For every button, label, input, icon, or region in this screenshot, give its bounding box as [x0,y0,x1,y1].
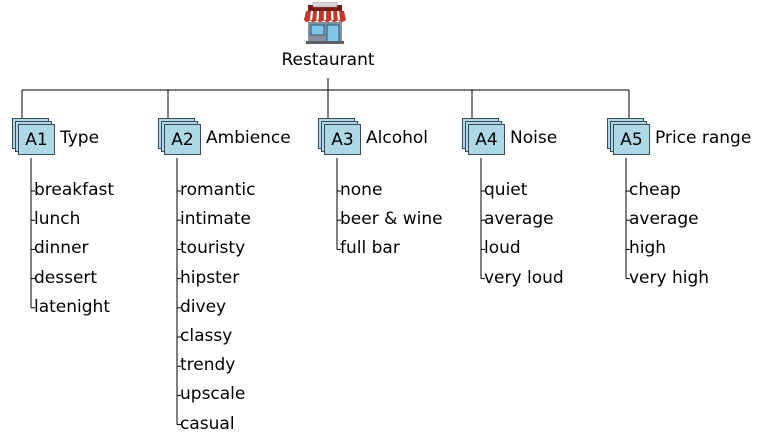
attribute-value: classy [180,326,233,346]
attribute-code: A4 [468,124,505,155]
attribute-name: Alcohol [366,128,428,148]
attribute-value: intimate [180,209,251,230]
attribute-value: touristy [180,238,246,259]
attribute-value: quiet [484,180,528,200]
attribute-card-icon: A2 [158,118,202,158]
attribute-value: full bar [340,238,400,259]
root-node-label: Restaurant [281,50,375,70]
attribute-value: hipster [180,267,240,288]
attribute-value: cheap [629,180,681,200]
attribute-code: A1 [18,124,55,155]
attribute-card-icon: A4 [462,118,506,158]
attribute-value: divey [180,296,227,317]
attribute-value: loud [484,238,521,259]
attribute-value: beer & wine [340,209,443,230]
attribute-value: breakfast [34,180,115,200]
attribute-value: very loud [484,267,564,288]
attribute-code: A5 [613,124,650,155]
attribute-name: Ambience [206,128,291,148]
attribute-value: average [629,209,699,230]
attribute-value: casual [180,413,235,434]
attribute-value: dinner [34,238,89,259]
attribute-value: high [629,238,667,259]
attribute-value: dessert [34,267,98,288]
attribute-name: Price range [655,128,752,148]
attribute-name: Noise [510,128,558,148]
attribute-value: upscale [180,384,246,405]
attribute-card-icon: A1 [12,118,56,158]
shop-storefront-icon [304,2,346,44]
attribute-code: A3 [324,124,361,155]
attribute-value: trendy [180,355,236,376]
attribute-value: lunch [34,209,81,230]
attribute-value: very high [629,267,710,288]
attribute-card-icon: A3 [318,118,362,158]
attribute-value: average [484,209,554,230]
attribute-name: Type [60,128,100,148]
attribute-value: romantic [180,180,256,200]
attribute-card-icon: A5 [607,118,651,158]
attribute-value: latenight [34,296,110,317]
attribute-code: A2 [164,124,201,155]
attribute-value: none [340,180,383,200]
